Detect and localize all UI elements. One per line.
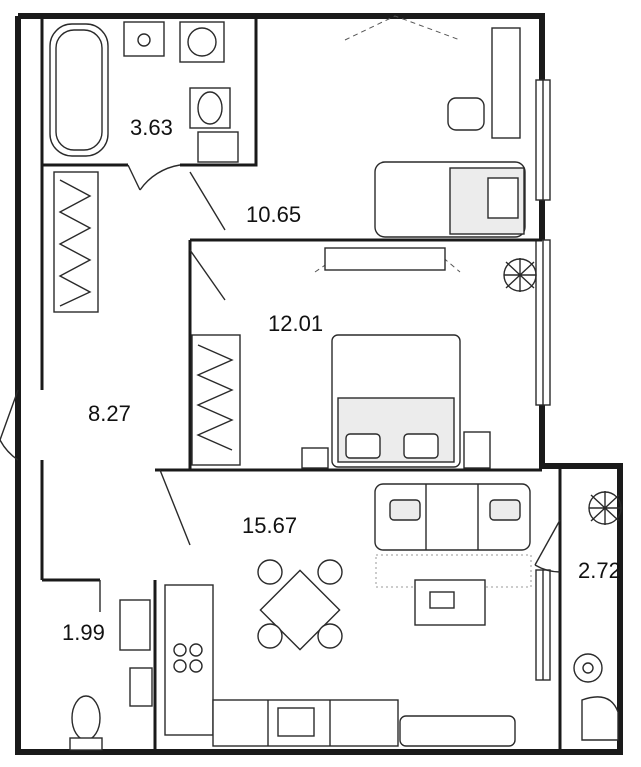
balcony-area-label: 2.72	[578, 558, 621, 583]
doors	[0, 164, 561, 612]
bedroom-small-furniture	[344, 15, 526, 238]
dining-table	[257, 559, 343, 651]
hallway-wardrobe	[53, 171, 99, 313]
toilet-fixtures	[69, 599, 153, 751]
bedroom-small-area-label: 10.65	[246, 202, 301, 227]
plant-icon	[503, 258, 537, 292]
balcony-items	[573, 491, 622, 741]
kitchen-living-area-label: 15.67	[242, 513, 297, 538]
hallway-area-label: 8.27	[88, 401, 131, 426]
bathroom-area-label: 3.63	[130, 115, 173, 140]
interior-walls	[40, 16, 562, 752]
area-labels: 3.63 10.65 12.01 8.27 15.67 1.99 2.72	[62, 115, 621, 645]
windows	[535, 79, 551, 681]
plant-icon	[588, 491, 622, 525]
bedroom-main-area-label: 12.01	[268, 311, 323, 336]
bathroom-fixtures	[49, 21, 239, 163]
kitchen-living-furniture	[164, 483, 532, 747]
toilet-area-label: 1.99	[62, 620, 105, 645]
bedroom-main-furniture	[191, 247, 537, 469]
outer-walls	[15, 13, 623, 755]
